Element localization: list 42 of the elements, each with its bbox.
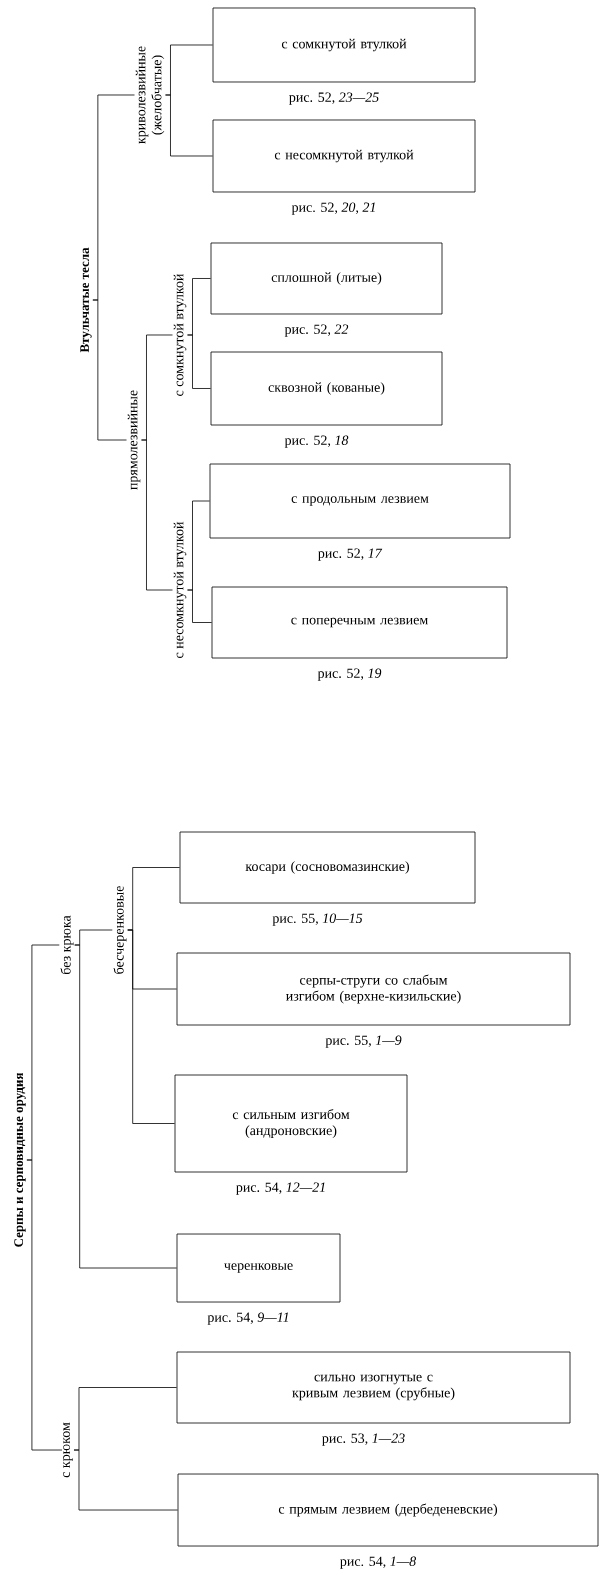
category-box: сплошной (литые)	[210, 242, 443, 315]
rotated-label: Серпы и серповидные орудия	[14, 1072, 26, 1247]
category-box: с прямым лезвием (дербеденевские)	[177, 1473, 599, 1547]
rotated-label: прямолезвийные	[127, 390, 141, 490]
category-box: с сильным изгибом (андроновские)	[174, 1074, 408, 1173]
rotated-label: с крюком	[63, 1422, 73, 1478]
rotated-label: без крюка	[60, 915, 74, 975]
figure-reference: рис. 55, 10—15	[272, 913, 363, 926]
figure-reference: рис. 52, 19	[317, 668, 382, 681]
connector-line	[92, 299, 127, 441]
figure-reference: рис. 55, 1—9	[325, 1035, 402, 1048]
rotated-label: Втульчатые тесла	[80, 247, 92, 353]
figure-reference: рис. 54, 12—21	[236, 1182, 325, 1195]
category-box: с несомкнутой втулкой	[212, 119, 476, 193]
category-box: с поперечным лезвием	[211, 586, 508, 659]
rotated-label: бесчеренковые	[113, 886, 127, 974]
connector-line	[165, 94, 213, 157]
rotated-label: с несомкнутой втулкой	[173, 521, 187, 658]
connector-line	[73, 1449, 178, 1511]
figure-reference: рис. 54, 1—8	[340, 1556, 416, 1569]
figure-reference: рис. 54, 9—11	[207, 1312, 289, 1325]
figure-reference: рис. 52, 17	[318, 548, 383, 561]
rotated-label: с сомкнутой втулкой	[173, 273, 187, 396]
figure-reference: рис. 52, 23—25	[289, 92, 379, 105]
category-box: с сомкнутой втулкой	[212, 7, 476, 83]
connector-line	[127, 929, 175, 1124]
connector-line	[26, 1159, 63, 1451]
connector-line	[187, 334, 211, 389]
category-box: сильно изогнутые с кривым лезвием (срубные)	[176, 1351, 571, 1424]
category-box: серпы-струги со слабым изгибом (верхне-кизильские)	[176, 952, 571, 1026]
figure-reference: рис. 53, 1—23	[322, 1433, 405, 1446]
figure-reference: рис. 52, 22	[284, 324, 349, 337]
category-box: сквозной (кованые)	[210, 351, 443, 426]
rotated-label: криволезвийные (желобчатые)	[135, 46, 165, 144]
figure-reference: рис. 52, 18	[284, 435, 349, 448]
figure-reference: рис. 52, 20, 21	[291, 202, 375, 215]
connector-line	[187, 589, 212, 623]
category-box: косари (сосновомазинские)	[179, 831, 476, 904]
category-box: черенковые	[176, 1233, 341, 1303]
connector-line	[74, 944, 177, 1269]
connector-line	[141, 439, 173, 591]
category-box: с продольным лезвием	[209, 463, 511, 539]
